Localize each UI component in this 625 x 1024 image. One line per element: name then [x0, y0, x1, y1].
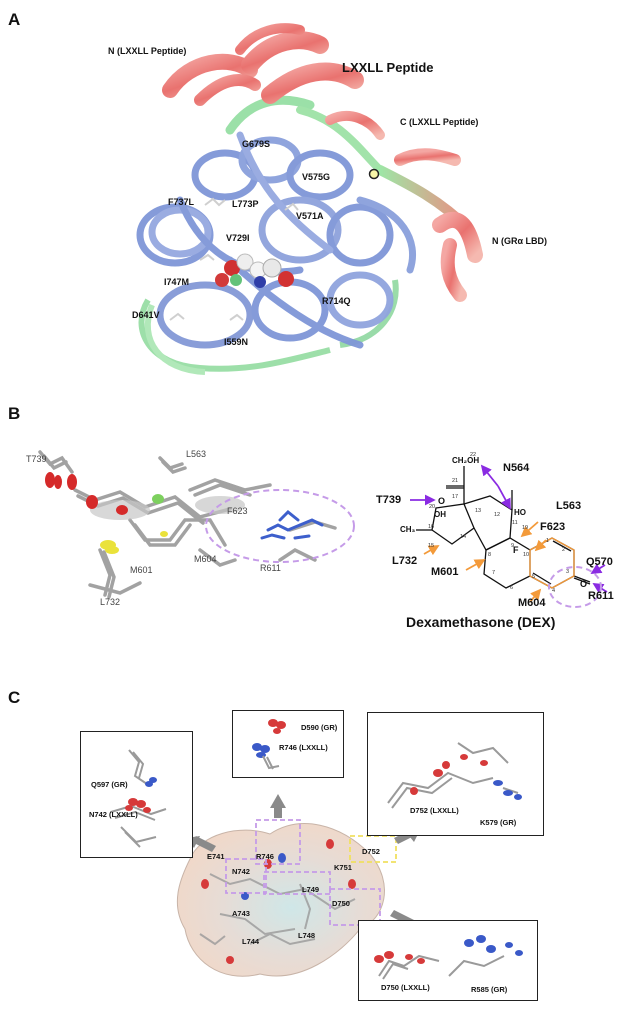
inset-bottom-right: D750 (LXXLL) R585 (GR)	[358, 920, 538, 1001]
dex-atom-number: 8	[488, 552, 492, 558]
dex-group-o-ketone: O	[438, 496, 446, 506]
surface-label-l744: L744	[242, 937, 260, 946]
dex-residue-m601: M601	[431, 566, 459, 578]
dex-group-ch2oh: CH₂OH	[452, 456, 480, 465]
dex-atom-number: 1	[546, 538, 550, 544]
dex-atom-number: 9	[511, 543, 515, 549]
dex-atom-number: 3	[566, 569, 570, 575]
label-l773p: L773P	[232, 199, 259, 209]
dex-residue-f623: F623	[540, 521, 566, 533]
inset-top-left: Q597 (GR) N742 (LXXLL)	[80, 731, 193, 858]
pocket-label-r611: R611	[260, 563, 281, 573]
label-lxxll-peptide: LXXLL Peptide	[342, 60, 434, 75]
surface-label-e741: E741	[207, 852, 225, 861]
dex-group-f: F	[513, 545, 519, 555]
inset-top-right: D752 (LXXLL) K579 (GR)	[367, 712, 544, 836]
dex-atom-number: 2	[562, 547, 566, 553]
dex-atom-number: 17	[452, 494, 459, 500]
dex-atom-number: 15	[428, 543, 435, 549]
label-r714q: R714Q	[322, 296, 351, 306]
dex-residue-n564: N564	[503, 462, 530, 474]
surface-label-r746: R746	[256, 852, 274, 861]
inset-top-mid-label-b: R746 (LXXLL)	[279, 743, 328, 752]
inset-top-right-label-a: D752 (LXXLL)	[410, 806, 459, 815]
dex-atom-number: 20	[429, 504, 436, 510]
label-v571a: V571A	[296, 211, 324, 221]
panel-c-surface	[176, 794, 420, 977]
dex-group-oh-c17: OH	[434, 510, 446, 519]
inset-top-left-label-b: N742 (LXXLL)	[89, 810, 138, 819]
inset-top-mid-label-a: D590 (GR)	[301, 723, 338, 732]
surface-label-d752: D752	[362, 847, 380, 856]
label-i559n: I559N	[224, 337, 249, 347]
dex-atom-number: 11	[512, 520, 518, 526]
dex-atom-number: 6	[510, 585, 514, 591]
label-g679s: G679S	[242, 139, 271, 149]
dex-atom-number: 22	[470, 452, 477, 458]
panel-b-binding-pocket	[38, 450, 355, 599]
label-f737l: F737L	[168, 197, 195, 207]
label-i747m: I747M	[164, 277, 190, 287]
dexamethasone-structure	[410, 464, 608, 608]
panel-b-letter: B	[8, 404, 21, 423]
pocket-label-m601: M601	[130, 565, 153, 575]
surface-label-l748: L748	[298, 931, 316, 940]
dex-group-ho-c11: HO	[514, 508, 526, 517]
inset-top-left-label-a: Q597 (GR)	[91, 780, 128, 789]
surface-label-n742: N742	[232, 867, 250, 876]
label-c-lxxll-peptide: C (LXXLL Peptide)	[400, 117, 479, 127]
pocket-label-m604: M604	[194, 554, 217, 564]
panel-c-letter: C	[8, 688, 21, 707]
dex-atom-number: 16	[428, 524, 435, 530]
dex-residue-m604: M604	[518, 597, 546, 609]
label-n-lxxll-peptide: N (LXXLL Peptide)	[108, 46, 187, 56]
panel-a-ribbon-structure	[136, 23, 483, 375]
surface-label-k751: K751	[334, 863, 352, 872]
pocket-label-l732: L732	[100, 597, 121, 607]
dex-residue-r611: R611	[588, 590, 614, 602]
surface-label-l749: L749	[302, 885, 320, 894]
dex-atom-number: 4	[552, 588, 556, 594]
pocket-label-f623: F623	[227, 506, 248, 516]
dex-atom-number: 19	[522, 525, 529, 531]
dex-residue-l563: L563	[556, 500, 582, 512]
surface-label-a743: A743	[232, 909, 250, 918]
dex-atom-number: 10	[523, 552, 530, 558]
inset-top-right-label-b: K579 (GR)	[480, 818, 517, 827]
dex-atom-number: 5	[532, 574, 536, 580]
pocket-label-l563: L563	[186, 449, 207, 459]
dex-atom-number: 12	[494, 512, 501, 518]
dex-residue-t739: T739	[376, 494, 402, 506]
inset-bottom-right-label-a: D750 (LXXLL)	[381, 983, 430, 992]
label-d641v: D641V	[132, 310, 160, 320]
inset-top-mid: D590 (GR) R746 (LXXLL)	[232, 710, 344, 778]
label-v575g: V575G	[302, 172, 331, 182]
dex-group-ch3: CH₃	[400, 525, 416, 534]
dex-residue-q570: Q570	[586, 556, 613, 568]
dex-title: Dexamethasone (DEX)	[406, 614, 556, 630]
label-v729i: V729I	[226, 233, 250, 243]
dex-atom-number: 14	[460, 534, 467, 540]
inset-bottom-right-label-b: R585 (GR)	[471, 985, 508, 994]
label-n-gr-lbd: N (GRα LBD)	[492, 236, 548, 246]
dex-atom-number: 7	[492, 570, 496, 576]
dex-atom-number: 13	[475, 508, 482, 514]
surface-label-d750: D750	[332, 899, 350, 908]
pocket-label-t739: T739	[26, 454, 47, 464]
dex-atom-number: 21	[452, 478, 459, 484]
dex-residue-l732: L732	[392, 555, 418, 567]
panel-a-letter: A	[8, 10, 21, 29]
dex-group-o-c3: O	[580, 579, 588, 589]
